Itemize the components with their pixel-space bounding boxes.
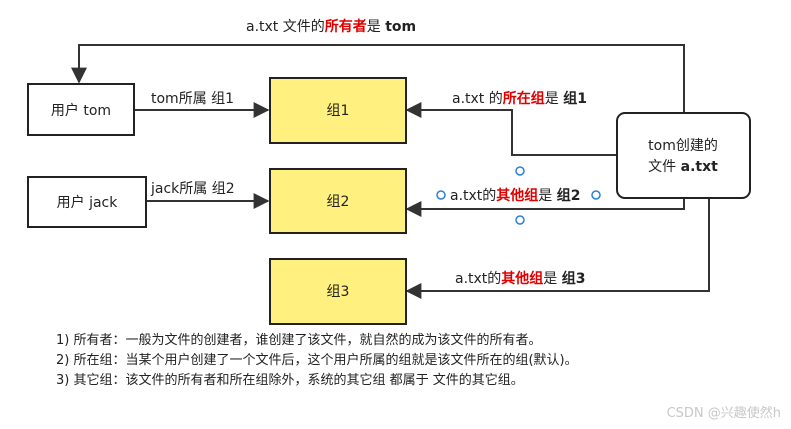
- other3-edge-mid: 是: [543, 271, 561, 287]
- group2-label: 组2: [327, 194, 350, 210]
- note-owner: 1) 所有者：一般为文件的创建者，谁创建了该文件，就自然的成为该文件的所有者。: [56, 333, 542, 348]
- other-group3-connector: [405, 198, 710, 299]
- other2-edge-bold: 组2: [557, 187, 581, 204]
- owner-connector: [71, 44, 685, 112]
- jack-group-edge-label: jack所属 组2: [150, 181, 235, 197]
- group1-label: 组1: [327, 103, 350, 119]
- notes-block: 1) 所有者：一般为文件的创建者，谁创建了该文件，就自然的成为该文件的所有者。 …: [56, 331, 578, 391]
- file-label-line2: 文件 a.txt: [648, 159, 718, 175]
- group-in-edge-pre: a.txt 的: [452, 91, 503, 107]
- owner-edge-mid: 是: [367, 19, 385, 35]
- selection-handle-right[interactable]: [591, 190, 601, 200]
- node-group3: 组3: [269, 258, 407, 325]
- group-in-edge-mid: 是: [545, 91, 563, 107]
- owner-edge-pre: a.txt 文件的: [246, 19, 325, 35]
- selection-handle-left[interactable]: [436, 190, 446, 200]
- other3-edge-red: 其他组: [501, 270, 543, 287]
- file-label-line1: tom创建的: [648, 138, 718, 154]
- owner-edge-label: a.txt 文件的所有者是 tom: [246, 18, 416, 35]
- node-file: tom创建的 文件 a.txt: [616, 112, 751, 199]
- group3-label: 组3: [327, 284, 350, 300]
- other2-edge-red: 其他组: [496, 187, 538, 204]
- other-group2-edge-label: a.txt的其他组是 组2: [450, 187, 581, 204]
- group-in-edge-label: a.txt 的所在组是 组1: [452, 90, 587, 107]
- other3-edge-pre: a.txt的: [455, 271, 501, 287]
- group-in-connector: [405, 102, 616, 156]
- note-other-group: 3) 其它组：该文件的所有者和所在组除外，系统的其它组 都属于 文件的其它组。: [56, 373, 524, 388]
- group-in-edge-red: 所在组: [503, 90, 545, 107]
- other2-edge-mid: 是: [538, 188, 556, 204]
- file-label-name: a.txt: [681, 159, 718, 175]
- user-jack-label: 用户 jack: [57, 194, 119, 211]
- other3-edge-bold: 组3: [562, 270, 586, 287]
- owner-edge-red: 所有者: [325, 18, 367, 35]
- watermark: CSDN @兴趣使然h: [666, 406, 781, 421]
- user-tom-label: 用户 tom: [51, 102, 111, 119]
- file-label-prefix: 文件: [648, 159, 680, 175]
- other2-edge-pre: a.txt的: [450, 188, 496, 204]
- node-user-tom: 用户 tom: [27, 83, 135, 136]
- node-user-jack: 用户 jack: [27, 176, 147, 228]
- node-group1: 组1: [269, 77, 407, 144]
- group-in-edge-bold: 组1: [563, 90, 587, 107]
- node-group2: 组2: [269, 168, 407, 234]
- note-group: 2) 所在组：当某个用户创建了一个文件后，这个用户所属的组就是该文件所在的组(默…: [56, 353, 578, 368]
- owner-edge-bold: tom: [385, 19, 416, 35]
- other-group3-edge-label: a.txt的其他组是 组3: [455, 270, 586, 287]
- tom-group-edge-label: tom所属 组1: [151, 91, 234, 107]
- selection-handle-bottom[interactable]: [515, 215, 525, 225]
- selection-handle-top[interactable]: [515, 166, 525, 176]
- other-group2-connector: [405, 198, 685, 217]
